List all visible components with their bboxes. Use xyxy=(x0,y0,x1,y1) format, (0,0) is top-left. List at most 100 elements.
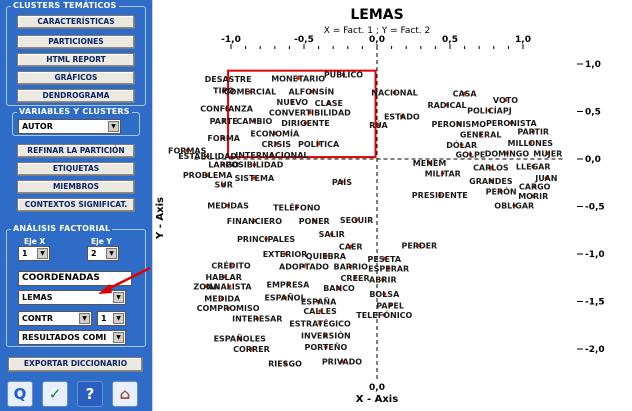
data-point[interactable] xyxy=(462,91,467,96)
data-point[interactable] xyxy=(294,205,299,210)
variable-select[interactable]: AUTOR ▼ xyxy=(18,119,121,134)
data-point[interactable] xyxy=(528,141,533,145)
data-point[interactable] xyxy=(296,76,300,81)
data-point[interactable] xyxy=(489,165,493,170)
contr-number-select[interactable]: 1 ▼ xyxy=(97,311,126,326)
chevron-down-icon[interactable]: ▼ xyxy=(113,332,124,343)
data-point[interactable] xyxy=(220,296,225,301)
data-point[interactable] xyxy=(237,336,242,341)
data-point[interactable] xyxy=(392,90,397,95)
data-point[interactable] xyxy=(512,203,517,208)
data-point[interactable] xyxy=(456,122,461,126)
data-point[interactable] xyxy=(264,237,268,241)
data-point[interactable] xyxy=(273,131,277,136)
data-point[interactable] xyxy=(531,164,536,169)
data-point[interactable] xyxy=(221,162,226,167)
data-point[interactable] xyxy=(440,171,445,176)
html-report-button[interactable]: HTML REPORT xyxy=(17,53,135,67)
data-point[interactable] xyxy=(286,282,290,287)
data-point[interactable] xyxy=(185,148,189,153)
data-point[interactable] xyxy=(283,295,287,300)
data-point[interactable] xyxy=(226,306,230,310)
data-point[interactable] xyxy=(248,89,252,94)
data-point[interactable] xyxy=(531,129,536,134)
data-point[interactable] xyxy=(318,321,322,326)
eje-x-select[interactable]: 1 ▼ xyxy=(18,246,50,261)
data-point[interactable] xyxy=(468,152,473,157)
miembros-button[interactable]: MIEMBROS xyxy=(17,180,135,194)
data-point[interactable] xyxy=(324,345,328,349)
data-point[interactable] xyxy=(437,193,442,197)
data-point[interactable] xyxy=(544,176,549,180)
data-point[interactable] xyxy=(509,121,514,125)
data-point[interactable] xyxy=(546,151,550,156)
data-point[interactable] xyxy=(221,275,226,279)
data-point[interactable] xyxy=(503,98,508,102)
data-point[interactable] xyxy=(340,180,344,184)
data-point[interactable] xyxy=(445,103,449,107)
data-point[interactable] xyxy=(316,299,321,304)
data-point[interactable] xyxy=(283,361,287,366)
data-point[interactable] xyxy=(270,153,274,157)
data-point[interactable] xyxy=(505,151,509,156)
contextos-button[interactable]: CONTEXTOS SIGNIFICAT. xyxy=(17,198,135,212)
refinar-particion-button[interactable]: REFINAR LA PARTICIÓN xyxy=(17,144,135,158)
data-point[interactable] xyxy=(388,303,392,308)
data-point[interactable] xyxy=(324,333,328,338)
particiones-button[interactable]: PARTICIONES xyxy=(17,35,135,49)
data-point[interactable] xyxy=(341,72,346,77)
data-point[interactable] xyxy=(329,232,334,236)
chevron-down-icon[interactable]: ▼ xyxy=(106,248,117,259)
data-point[interactable] xyxy=(532,184,537,189)
data-point[interactable] xyxy=(249,347,254,351)
data-point[interactable] xyxy=(531,194,536,198)
data-point[interactable] xyxy=(382,256,387,261)
data-point[interactable] xyxy=(252,162,257,167)
etiquetas-button[interactable]: ETIQUETAS xyxy=(17,162,135,176)
data-point[interactable] xyxy=(221,88,226,93)
data-point[interactable] xyxy=(221,119,226,123)
data-point[interactable] xyxy=(318,309,322,313)
data-point[interactable] xyxy=(489,179,493,183)
data-point[interactable] xyxy=(221,182,226,187)
chevron-down-icon[interactable]: ▼ xyxy=(113,292,124,303)
caracteristicas-button[interactable]: CARACTERÍSTICAS xyxy=(17,15,135,29)
graficos-button[interactable]: GRÁFICOS xyxy=(17,71,135,85)
data-point[interactable] xyxy=(252,176,257,180)
eje-y-select[interactable]: 2 ▼ xyxy=(87,246,119,261)
data-point[interactable] xyxy=(227,284,232,289)
data-point[interactable] xyxy=(252,119,257,123)
data-point[interactable] xyxy=(274,142,279,146)
data-point[interactable] xyxy=(324,254,328,258)
help-icon[interactable]: ? xyxy=(77,381,103,407)
data-point[interactable] xyxy=(303,121,308,125)
data-point[interactable] xyxy=(353,275,357,280)
data-point[interactable] xyxy=(205,173,210,177)
data-point[interactable] xyxy=(283,252,287,256)
data-point[interactable] xyxy=(302,264,306,269)
report-check-icon[interactable]: ✓ xyxy=(42,381,68,407)
data-point[interactable] xyxy=(427,161,432,165)
resultados-select[interactable]: RESULTADOS COMI ▼ xyxy=(18,330,126,345)
data-point[interactable] xyxy=(312,218,317,223)
chevron-down-icon[interactable]: ▼ xyxy=(37,248,48,259)
data-point[interactable] xyxy=(337,286,341,291)
data-point[interactable] xyxy=(417,243,422,248)
data-point[interactable] xyxy=(382,292,387,296)
data-point[interactable] xyxy=(327,101,331,105)
chevron-down-icon[interactable]: ▼ xyxy=(108,121,119,132)
data-point[interactable] xyxy=(221,136,226,140)
data-point[interactable] xyxy=(381,277,385,282)
data-point[interactable] xyxy=(205,154,210,158)
data-point[interactable] xyxy=(290,100,295,104)
exportar-diccionario-button[interactable]: EXPORTAR DICCIONARIO xyxy=(8,357,143,372)
data-point[interactable] xyxy=(354,218,359,222)
data-point[interactable] xyxy=(309,89,314,94)
data-point[interactable] xyxy=(224,106,229,111)
chevron-down-icon[interactable]: ▼ xyxy=(113,313,124,324)
chevron-down-icon[interactable]: ▼ xyxy=(79,313,90,324)
data-point[interactable] xyxy=(348,264,353,269)
data-point[interactable] xyxy=(386,266,391,271)
data-point[interactable] xyxy=(459,142,464,147)
data-point[interactable] xyxy=(376,123,381,127)
